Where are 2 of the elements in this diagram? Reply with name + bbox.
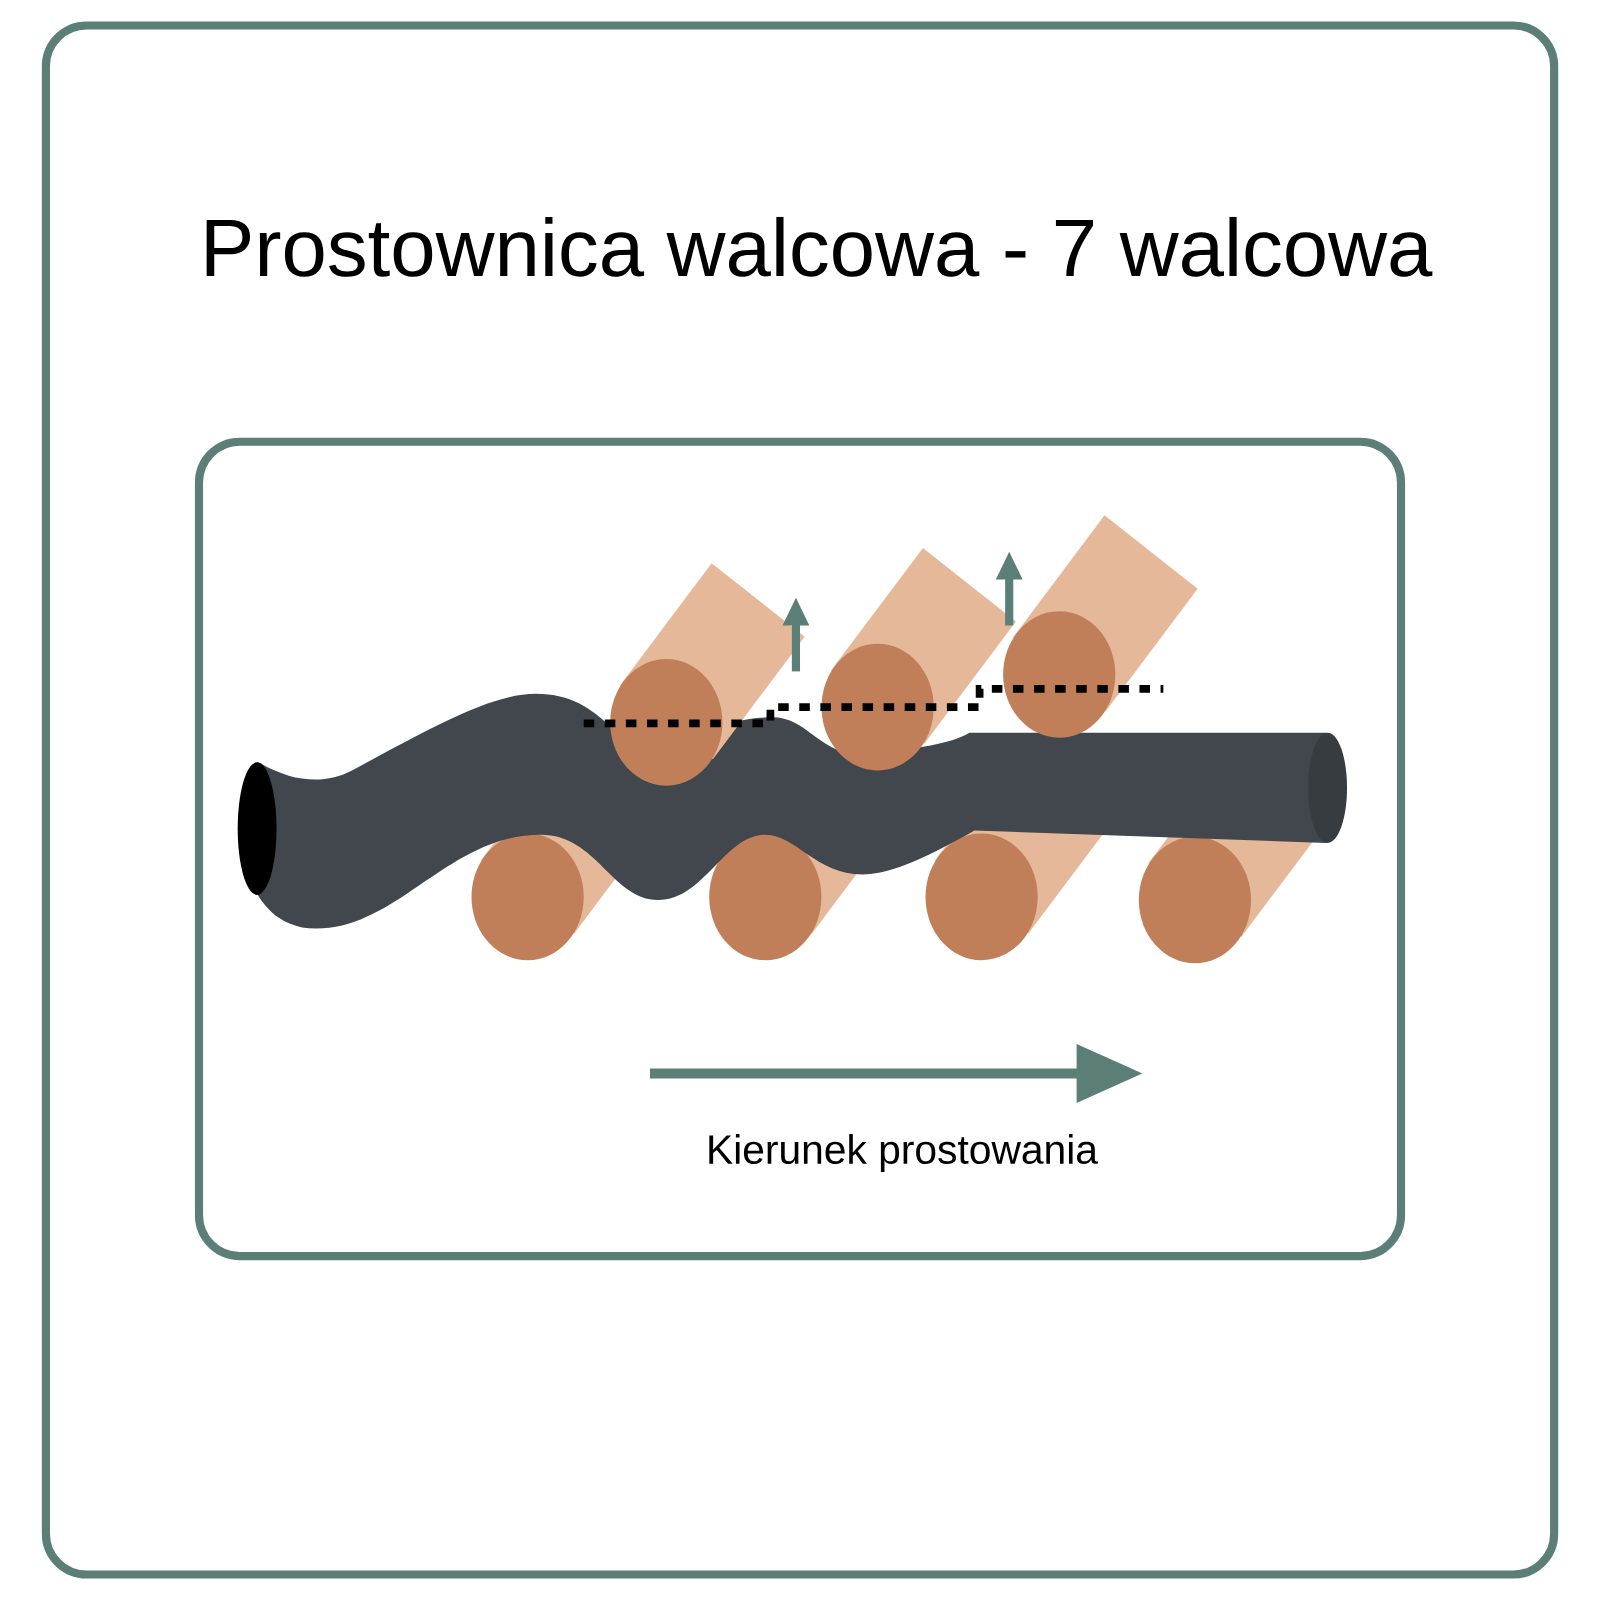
title: Prostownica walcowa - 7 walcowa: [206, 216, 1433, 277]
direction-label: Kierunek prostowania: [709, 1134, 1098, 1173]
